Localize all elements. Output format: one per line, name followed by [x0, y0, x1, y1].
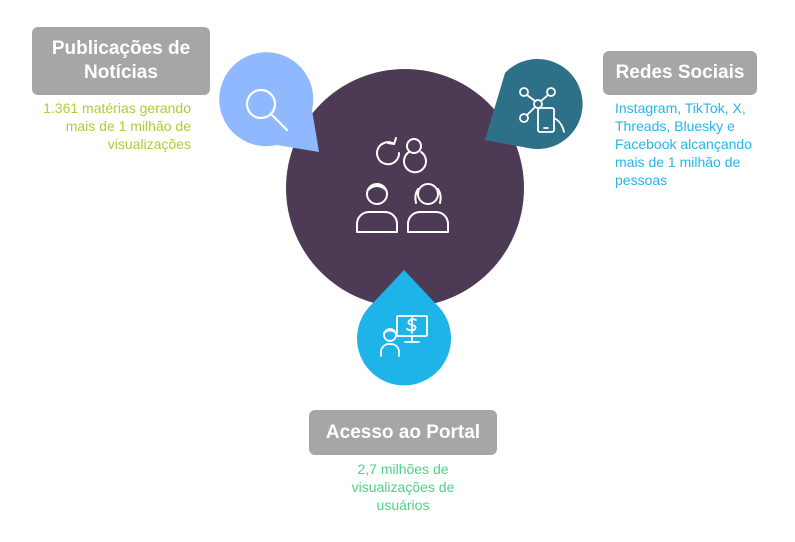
people-exchange-icon — [356, 137, 449, 233]
user-computer-dollar-icon — [380, 315, 428, 357]
portal-node — [356, 270, 451, 386]
portal-title-box: Acesso ao Portal — [309, 410, 497, 455]
redes-title-box: Redes Sociais — [603, 51, 757, 95]
portal-description: 2,7 milhões de visualizações de usuários — [351, 461, 455, 513]
redes-node — [485, 59, 583, 150]
redes-title: Redes Sociais — [615, 62, 745, 83]
noticias-description: 1.361 matérias gerando mais de 1 milhão … — [43, 100, 191, 152]
noticias-teardrop — [219, 52, 319, 152]
social-network-phone-icon — [519, 87, 565, 133]
noticias-node — [219, 52, 319, 152]
center-circle — [286, 69, 524, 307]
redes-description: Instagram, TikTok, X, Threads, Bluesky e… — [615, 100, 752, 188]
magnifier-icon — [245, 88, 289, 132]
noticias-title: Publicações de Notícias — [51, 38, 191, 83]
noticias-title-box: Publicações de Notícias — [32, 27, 210, 95]
portal-title: Acesso ao Portal — [325, 421, 481, 443]
